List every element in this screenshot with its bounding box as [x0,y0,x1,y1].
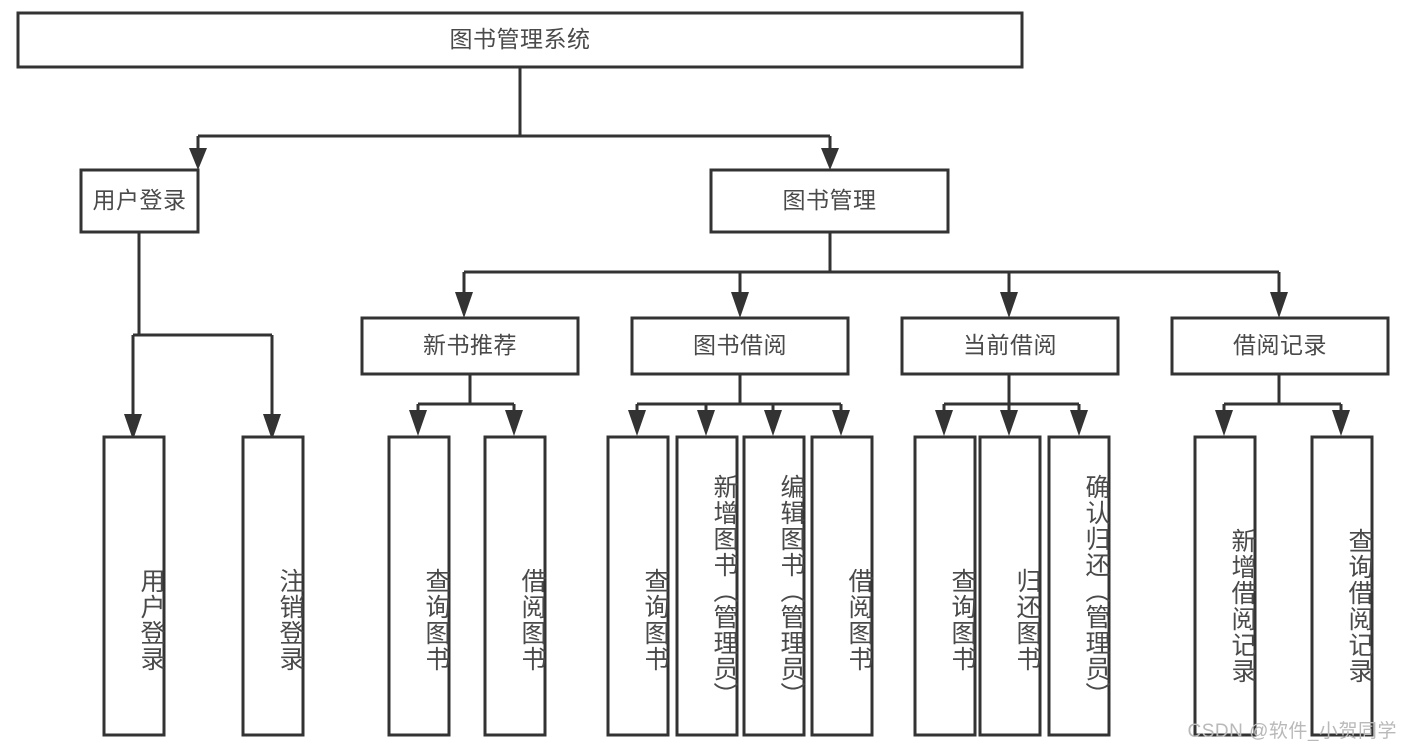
arrow-bookmgmt-child-1 [455,292,473,318]
node-box-leaf-current-borrow-2[interactable] [1047,435,1111,737]
node-box-leaf-new-book-1[interactable] [483,435,547,737]
arrow-bookmgmt-child-2 [731,292,749,318]
node-box-leaf-book-borrow-1[interactable] [675,435,739,737]
arrow-bookborrow-leaf-4 [832,410,850,436]
arrow-bookmgmt-child-4 [1270,292,1288,318]
connectors [124,67,1350,440]
arrow-newbook-leaf-2 [505,410,523,436]
node-box-leaf-book-borrow-0[interactable] [606,435,670,737]
node-box-root[interactable] [16,11,1024,69]
node-box-new-book-recommend[interactable] [360,316,580,376]
node-box-leaf-user-login-0[interactable] [102,435,166,737]
node-box-leaf-current-borrow-1[interactable] [978,435,1042,737]
node-box-leaf-book-borrow-3[interactable] [810,435,874,737]
node-box-leaf-current-borrow-0[interactable] [913,435,977,737]
arrow-borrowrecord-leaf-1 [1215,410,1233,436]
arrow-currentborrow-leaf-3 [1070,410,1088,436]
node-box-book-management[interactable] [709,168,950,234]
arrow-userlogin-leaf-1 [124,414,142,440]
arrow-root-to-user-login [189,148,207,170]
node-box-leaf-borrow-record-1[interactable] [1310,435,1374,737]
node-box-leaf-borrow-record-0[interactable] [1193,435,1257,737]
arrow-newbook-leaf-1 [409,410,427,436]
arrow-currentborrow-leaf-2 [1000,410,1018,436]
node-box-book-borrow[interactable] [630,316,850,376]
arrow-root-to-book-mgmt [821,148,839,170]
node-boxes [16,11,1390,737]
node-box-leaf-user-login-1[interactable] [241,435,305,737]
arrow-bookborrow-leaf-2 [697,410,715,436]
node-box-current-borrow[interactable] [900,316,1120,376]
arrow-currentborrow-leaf-1 [935,410,953,436]
node-box-leaf-book-borrow-2[interactable] [742,435,806,737]
arrow-borrowrecord-leaf-2 [1332,410,1350,436]
node-box-borrow-record[interactable] [1170,316,1390,376]
arrow-bookborrow-leaf-1 [628,410,646,436]
node-box-leaf-new-book-0[interactable] [387,435,451,737]
node-box-user-login[interactable] [79,168,200,234]
arrow-bookborrow-leaf-3 [764,410,782,436]
arrow-bookmgmt-child-3 [1000,292,1018,318]
arrow-userlogin-leaf-2 [263,414,281,440]
